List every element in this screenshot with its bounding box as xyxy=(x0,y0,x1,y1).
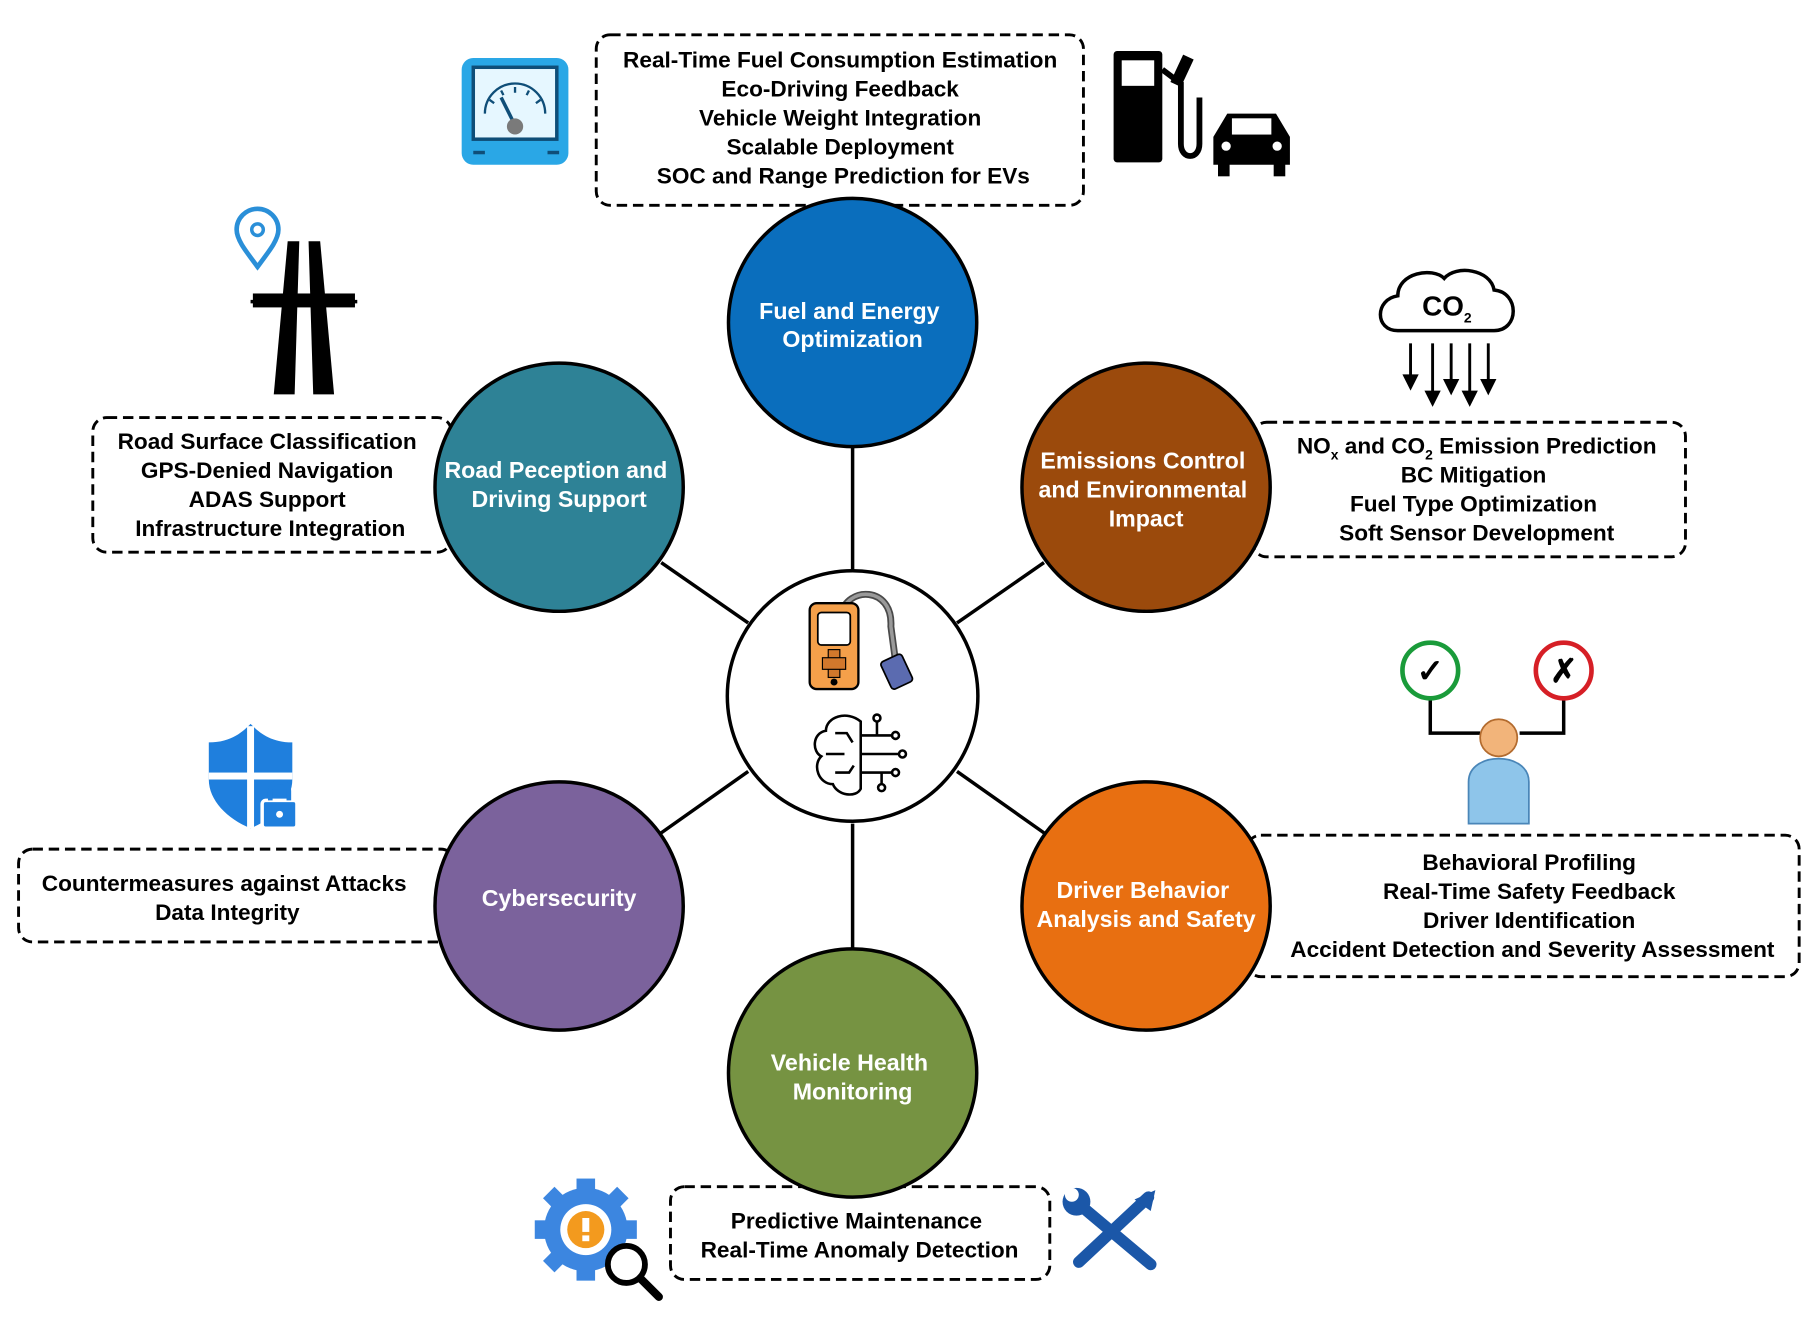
node-road-title: Road Peception and Driving Support xyxy=(444,457,673,512)
box-emissions xyxy=(1251,420,1687,559)
box-fuel xyxy=(594,33,1085,207)
location-pin-icon xyxy=(234,206,281,271)
cross-mark: ✗ xyxy=(1550,653,1577,689)
emissions-items: BC Mitigation Fuel Type Optimization Sof… xyxy=(1339,463,1615,546)
co2-cloud-icon: CO2 xyxy=(1378,268,1515,407)
node-cyber-title: Cybersecurity xyxy=(482,885,637,911)
shield-lock-icon xyxy=(208,723,299,830)
emissions-item-nox: NOx and CO2 Emission Prediction xyxy=(1297,434,1657,463)
circle-health xyxy=(726,947,979,1199)
node-circles xyxy=(433,196,1272,1199)
node-driver-title: Driver Behavior Analysis and Safety xyxy=(1037,877,1256,932)
gauge-icon xyxy=(461,58,569,165)
obd-scanner-icon xyxy=(808,590,914,691)
health-items: Predictive Maintenance Real-Time Anomaly… xyxy=(701,1208,1019,1262)
box-health xyxy=(669,1185,1052,1281)
node-health-title: Vehicle Health Monitoring xyxy=(771,1050,935,1105)
circle-fuel xyxy=(726,196,979,449)
circle-road xyxy=(433,361,685,614)
road-items: Road Surface Classification GPS-Denied N… xyxy=(118,429,423,541)
connector-emissions xyxy=(956,561,1045,625)
fuel-pump-icon xyxy=(1113,51,1203,163)
car-icon xyxy=(1213,113,1290,177)
node-emissions-title: Emissions Control and Environmental Impa… xyxy=(1038,448,1253,532)
connectors xyxy=(660,446,1046,949)
cyber-items: Countermeasures against Attacks Data Int… xyxy=(42,871,413,925)
connector-cyber xyxy=(660,769,750,835)
fuel-items: Real-Time Fuel Consumption Estimation Ec… xyxy=(623,47,1064,188)
highway-icon xyxy=(250,241,358,395)
connector-road xyxy=(660,561,750,625)
node-fuel-title: Fuel and Energy Optimization xyxy=(759,298,946,352)
center-circle xyxy=(725,568,980,824)
node-labels: Fuel and Energy Optimization Emissions C… xyxy=(444,298,1255,1105)
circle-driver xyxy=(1020,780,1272,1032)
circle-emissions xyxy=(1020,361,1272,614)
circle-cyber xyxy=(433,780,685,1032)
connector-driver xyxy=(955,769,1046,835)
check-mark: ✓ xyxy=(1417,653,1444,689)
co2-label: CO2 xyxy=(1422,291,1472,326)
gear-warning-icon xyxy=(534,1178,663,1301)
info-boxes xyxy=(17,33,1801,1281)
box-texts: Real-Time Fuel Consumption Estimation Ec… xyxy=(42,47,1775,1262)
wrench-screwdriver-icon xyxy=(1062,1187,1157,1271)
box-road xyxy=(91,416,453,554)
driver-items: Behavioral Profiling Real-Time Safety Fe… xyxy=(1290,850,1775,962)
person-choice-icon: ✓ ✗ xyxy=(1400,640,1594,825)
ai-brain-icon xyxy=(813,713,908,796)
